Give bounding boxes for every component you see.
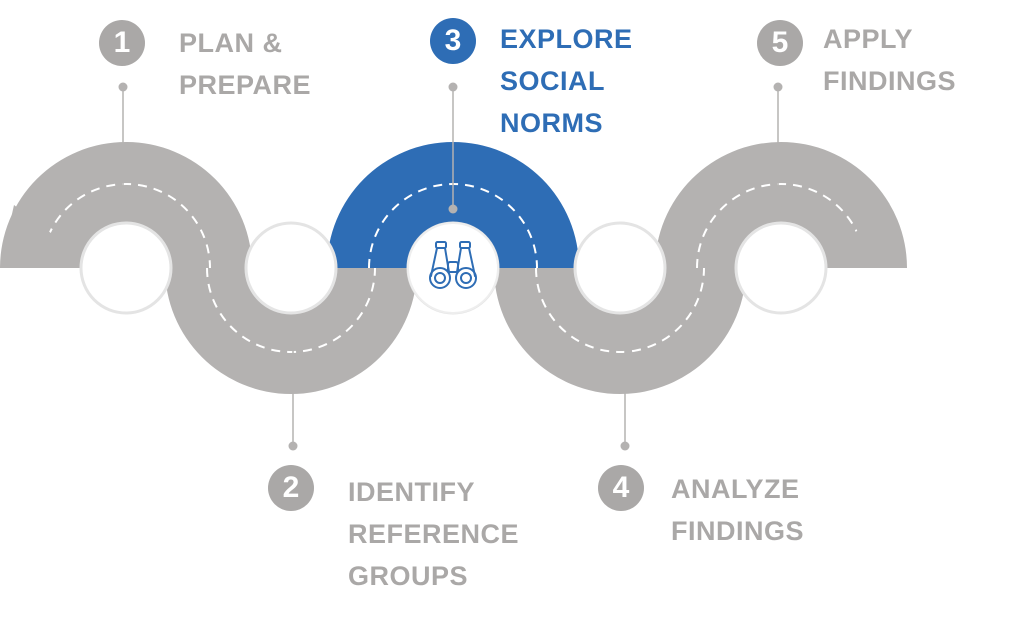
connector-dot-1-a: [118, 82, 128, 92]
road-end-right: [823, 203, 907, 268]
binoculars-left-lens: [429, 267, 451, 289]
connector-dot-3-b: [448, 204, 458, 214]
step-1-number: 1: [113, 26, 131, 59]
binoculars-left-lens-inner: [434, 272, 446, 284]
binoculars-left-eyecup: [435, 241, 447, 249]
step-2-label-line-1: IDENTIFY: [348, 477, 476, 507]
step-1-number-badge: 1: [99, 20, 145, 66]
step-4-number: 4: [612, 471, 630, 504]
step-5-label: APPLY FINDINGS: [823, 18, 956, 102]
step-3-number: 3: [444, 24, 462, 57]
connector-dot-4-b: [620, 441, 630, 451]
step-3-number-badge: 3: [430, 18, 476, 64]
step-1-label: PLAN & PREPARE: [179, 22, 311, 106]
binoculars-right-lens: [455, 267, 477, 289]
road-arch-1-centerline: [206, 267, 376, 353]
road-valley-1-centerline: [41, 183, 211, 269]
step-5-label-line-1: APPLY: [823, 24, 914, 54]
step-1-label-line-2: PREPARE: [179, 70, 312, 100]
road-valley-3-centerline: [696, 183, 866, 269]
binoculars-right-lens-inner: [460, 272, 472, 284]
connector-dot-4-a: [620, 318, 630, 328]
road-arch-2-centerline: [535, 267, 705, 353]
road-arch-2: [494, 268, 746, 394]
step-3-label-line-3: NORMS: [500, 108, 603, 138]
step-3-label-line-2: SOCIAL: [500, 66, 606, 96]
connector-dot-1-b: [118, 204, 128, 214]
road-arch-1: [165, 268, 417, 394]
hub-step-4: [573, 221, 667, 315]
road-end-left: [0, 205, 84, 268]
hub-step-5: [734, 221, 828, 315]
step-2-label: IDENTIFY REFERENCE GROUPS: [348, 471, 519, 597]
hub-step-2: [244, 221, 338, 315]
binoculars-right-eyecup: [459, 241, 471, 249]
step-2-number: 2: [282, 471, 300, 504]
step-5-number: 5: [771, 26, 789, 59]
connector-dot-3-a: [448, 82, 458, 92]
step-4-label: ANALYZE FINDINGS: [671, 468, 804, 552]
connector-dot-2-a: [288, 318, 298, 328]
hub-step-1: [79, 221, 173, 315]
road-valley-1: [0, 142, 252, 268]
connectors: [118, 82, 783, 451]
binoculars-icon: [429, 241, 477, 289]
hub-step-3-active: [407, 222, 499, 314]
step-4-label-line-2: FINDINGS: [671, 516, 805, 546]
step-2-label-line-3: GROUPS: [348, 561, 469, 591]
step-3-label-line-1: EXPLORE: [500, 24, 633, 54]
step-2-number-badge: 2: [268, 465, 314, 511]
connector-dot-2-b: [288, 441, 298, 451]
step-hubs: [79, 221, 828, 315]
road-valley-3: [655, 142, 907, 268]
step-4-label-line-1: ANALYZE: [671, 474, 800, 504]
step-3-label: EXPLORE SOCIAL NORMS: [500, 18, 633, 144]
binoculars-bridge: [447, 261, 459, 273]
connector-dot-5-b: [773, 204, 783, 214]
step-4-number-badge: 4: [598, 465, 644, 511]
step-5-number-badge: 5: [757, 20, 803, 66]
winding-road: [0, 142, 907, 394]
step-5-label-line-2: FINDINGS: [823, 66, 957, 96]
step-1-label-line-1: PLAN &: [179, 28, 283, 58]
connector-dot-5-a: [773, 82, 783, 92]
step-2-label-line-2: REFERENCE: [348, 519, 520, 549]
